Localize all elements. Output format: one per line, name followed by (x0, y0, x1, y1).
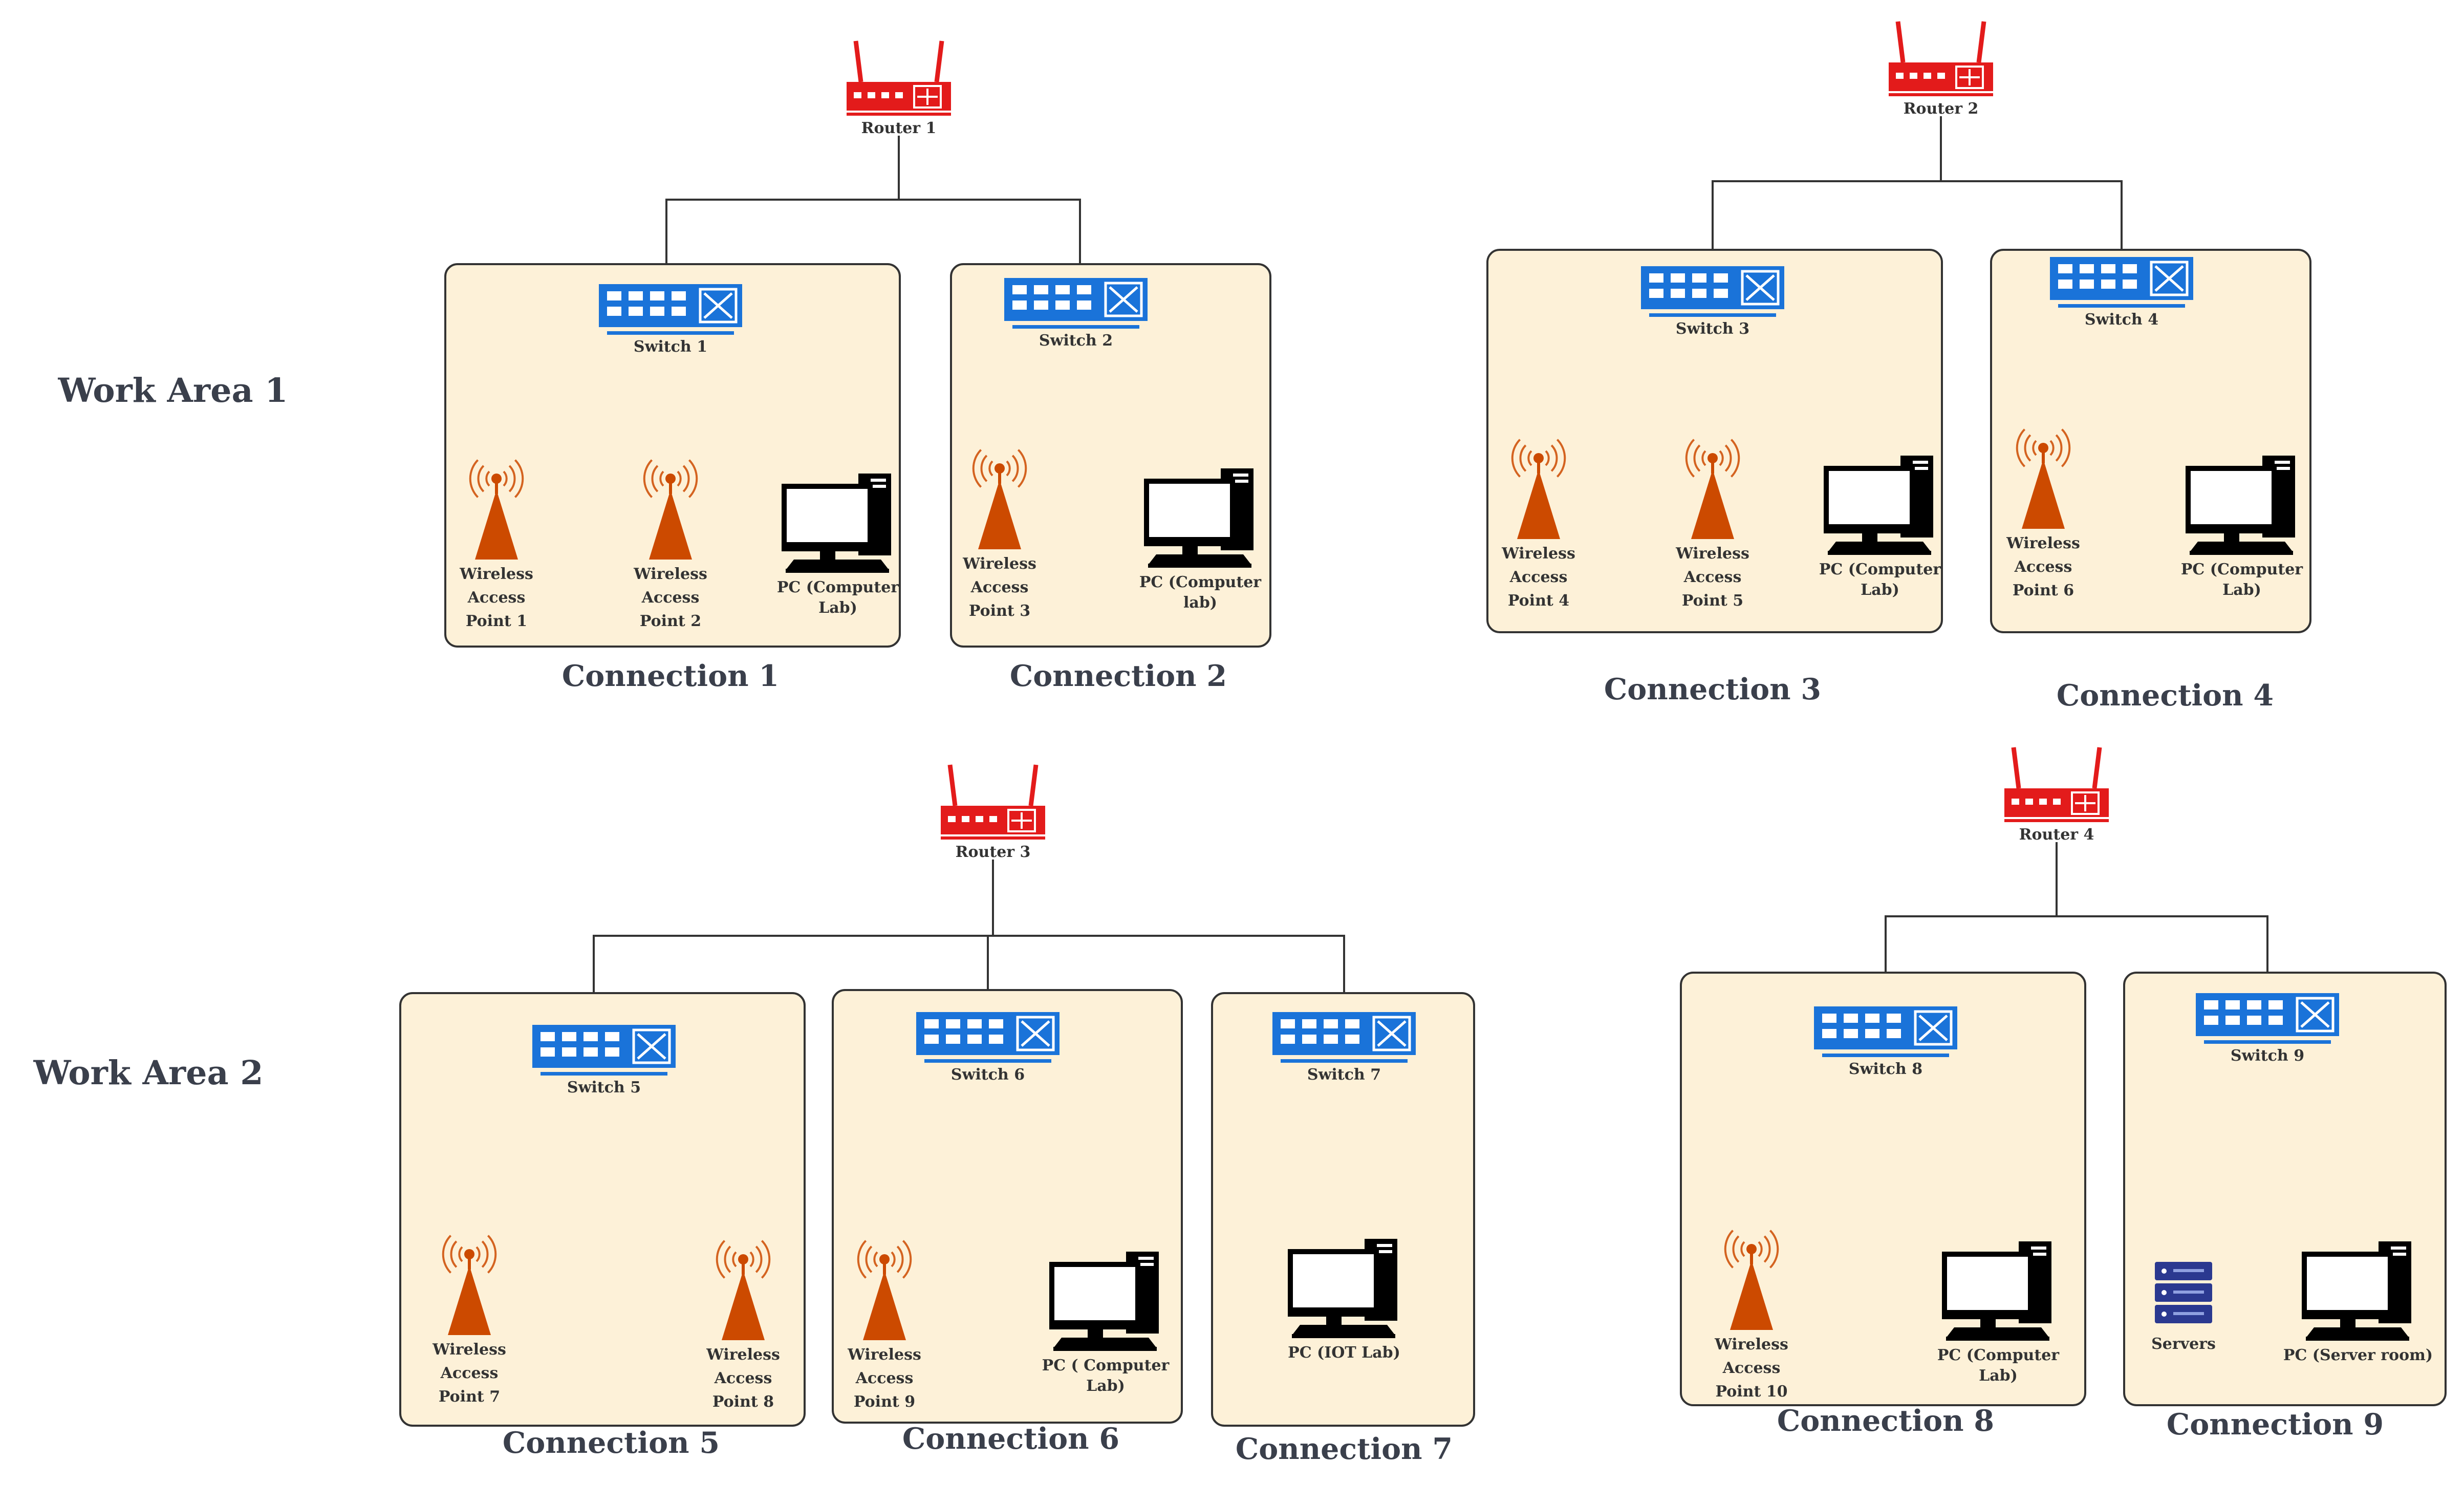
network-switch-icon (1272, 1012, 1416, 1063)
connection-boxes (399, 249, 2447, 1427)
router-switch-line (2057, 915, 2268, 993)
router-icon (941, 764, 1045, 840)
network-switch-icon (599, 284, 742, 335)
work-area-label: Work Area 2 (33, 1054, 264, 1092)
desktop-computer-icon (1942, 1241, 2051, 1341)
network-switch-icon (1004, 278, 1148, 329)
connection-label: Connection 2 (1010, 659, 1227, 693)
router-switch-line (1941, 180, 2123, 257)
router-icon (847, 40, 951, 116)
network-switch-icon (2196, 993, 2339, 1044)
connection-label: Connection 8 (1777, 1404, 1994, 1438)
work-area-label: Work Area 1 (58, 371, 288, 410)
wireless-antenna-icon (643, 459, 698, 560)
pc-label: PC (IOT Lab) (1288, 1344, 1400, 1362)
wireless-antenna-icon (1685, 439, 1740, 539)
connection-label: Connection 4 (2057, 678, 2274, 713)
wireless-antenna-icon (1724, 1230, 1779, 1330)
router-switch-line (899, 199, 1081, 278)
desktop-computer-icon (1144, 468, 1253, 568)
switch-label: Switch 6 (951, 1066, 1025, 1084)
router-label: Router 1 (861, 119, 937, 137)
wireless-antenna-icon (469, 459, 524, 560)
connection-label: Connection 5 (503, 1426, 720, 1460)
connection-box (1486, 249, 1943, 633)
network-switch-icon (916, 1012, 1060, 1063)
connection-label: Connection 6 (902, 1422, 1119, 1456)
switch-label: Switch 1 (634, 338, 707, 356)
desktop-computer-icon (1288, 1239, 1397, 1338)
switch-label: Switch 7 (1307, 1066, 1381, 1084)
router-switch-line (987, 935, 993, 1012)
desktop-computer-icon (2302, 1241, 2411, 1341)
wireless-antenna-icon (1511, 439, 1566, 539)
router-label: Router 2 (1904, 100, 1979, 118)
switch-label: Switch 3 (1676, 320, 1749, 338)
connection-label: Connection 3 (1604, 672, 1821, 706)
desktop-computer-icon (1824, 456, 1933, 555)
network-switch-icon (532, 1025, 676, 1076)
wireless-antenna-icon (2016, 428, 2071, 529)
server-rack-icon (2155, 1262, 2212, 1323)
switch-label: Switch 9 (2231, 1047, 2304, 1065)
desktop-computer-icon (1049, 1252, 1159, 1351)
network-switch-icon (1641, 266, 1784, 317)
connection-label: Connection 9 (2167, 1407, 2384, 1442)
network-switch-icon (2050, 257, 2193, 308)
device-nodes (442, 21, 2411, 1351)
wireless-antenna-icon (972, 449, 1027, 549)
router-switch-line (993, 935, 1345, 1012)
switch-label: Switch 4 (2085, 311, 2158, 329)
switch-label: Switch 2 (1039, 332, 1113, 350)
pc-label: PC (Server room) (2283, 1346, 2433, 1364)
router-icon (2004, 747, 2109, 822)
router-switch-line (1712, 180, 1941, 266)
wireless-antenna-icon (716, 1240, 771, 1340)
server-label: Servers (2151, 1335, 2216, 1353)
wireless-antenna-icon (857, 1240, 912, 1340)
wireless-antenna-icon (442, 1235, 497, 1335)
router-label: Router 4 (2019, 826, 2094, 844)
switch-label: Switch 5 (567, 1079, 641, 1097)
switch-label: Switch 8 (1849, 1060, 1922, 1078)
network-switch-icon (1814, 1006, 1957, 1057)
router-label: Router 3 (956, 843, 1031, 861)
text-labels: Work Area 1 Work Area 2 Router 1 Router 2 Ro… (33, 100, 2433, 1466)
desktop-computer-icon (782, 474, 891, 573)
desktop-computer-icon (2186, 456, 2295, 555)
router-icon (1889, 21, 1993, 96)
connection-label: Connection 7 (1236, 1432, 1453, 1466)
connection-box (399, 992, 806, 1427)
connection-label: Connection 1 (562, 659, 779, 693)
connection-box (1211, 992, 1475, 1427)
router-switch-line (665, 199, 899, 284)
